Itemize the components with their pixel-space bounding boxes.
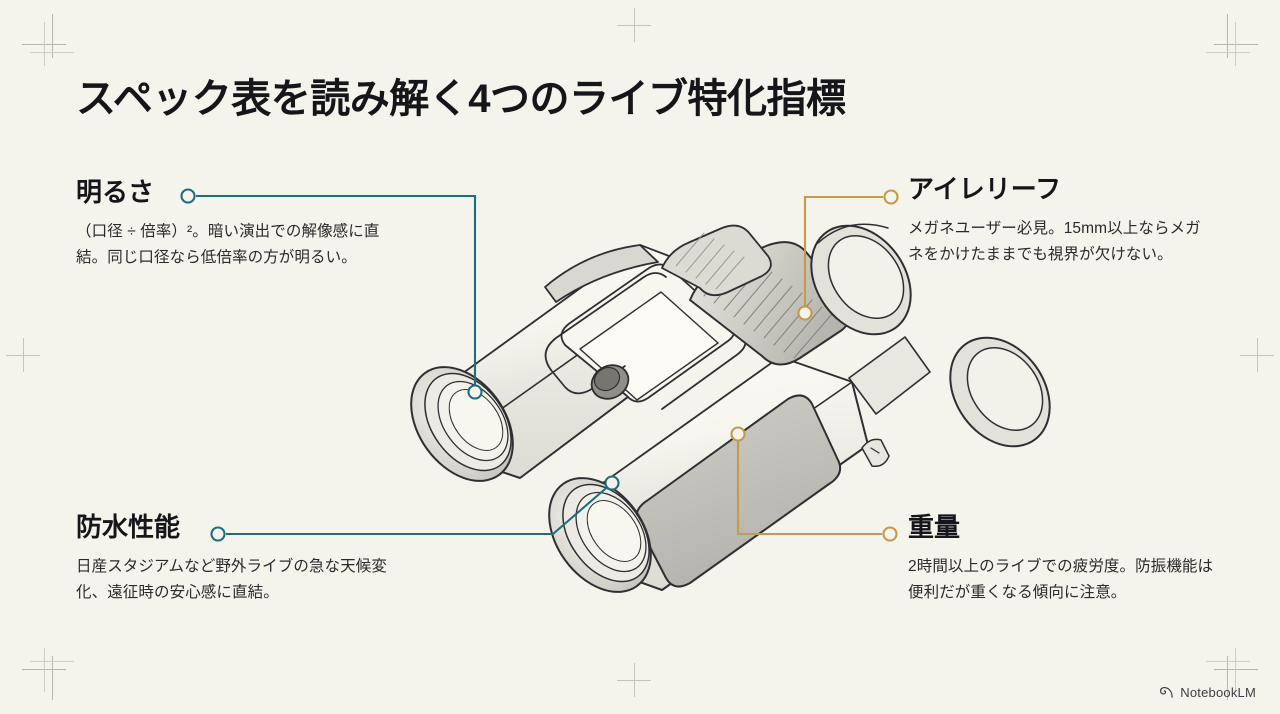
registration-plus-right <box>1240 338 1274 372</box>
callout-brightness: 明るさ （口径 ÷ 倍率）²。暗い演出での解像感に直結。同じ口径なら低倍率の方が… <box>76 178 396 272</box>
registration-plus-bottom <box>617 663 651 697</box>
callout-brightness-heading: 明るさ <box>76 177 155 207</box>
callout-weight: 重量 2時間以上のライブでの疲労度。防振機能は便利だが重くなる傾向に注意。 <box>908 513 1214 607</box>
crop-mark-top-left <box>22 14 80 72</box>
callout-weight-heading: 重量 <box>908 512 961 542</box>
connector-eye-relief <box>797 189 899 321</box>
callout-waterproof: 防水性能 日産スタジアムなど野外ライブの急な天候変化、遠征時の安心感に直結。 <box>76 513 396 607</box>
notebooklm-logo-icon <box>1160 687 1173 698</box>
callout-eye-relief-body: メガネユーザー必見。15mm以上ならメガネをかけたままでも視界が欠けない。 <box>908 219 1201 264</box>
callout-weight-body: 2時間以上のライブでの疲労度。防振機能は便利だが重くなる傾向に注意。 <box>908 557 1214 602</box>
connector-brightness <box>180 188 483 400</box>
notebooklm-watermark-label: NotebookLM <box>1180 685 1256 700</box>
connector-weight <box>730 426 898 542</box>
crop-mark-top-right <box>1200 14 1258 72</box>
notebooklm-watermark: NotebookLM <box>1159 685 1256 700</box>
crop-mark-bottom-left <box>22 642 80 700</box>
connector-waterproof <box>210 475 620 542</box>
registration-plus-left <box>6 338 40 372</box>
callout-waterproof-body: 日産スタジアムなど野外ライブの急な天候変化、遠征時の安心感に直結。 <box>76 557 387 602</box>
page-title: スペック表を読み解く4つのライブ特化指標 <box>76 77 846 121</box>
callout-eye-relief-heading: アイレリーフ <box>908 174 1062 204</box>
registration-plus-top <box>617 8 651 42</box>
callout-waterproof-heading: 防水性能 <box>76 512 181 542</box>
callout-brightness-body: （口径 ÷ 倍率）²。暗い演出での解像感に直結。同じ口径なら低倍率の方が明るい。 <box>76 222 380 267</box>
crop-mark-bottom-right <box>1200 642 1258 700</box>
callout-eye-relief: アイレリーフ メガネユーザー必見。15mm以上ならメガネをかけたままでも視界が欠… <box>908 175 1214 269</box>
